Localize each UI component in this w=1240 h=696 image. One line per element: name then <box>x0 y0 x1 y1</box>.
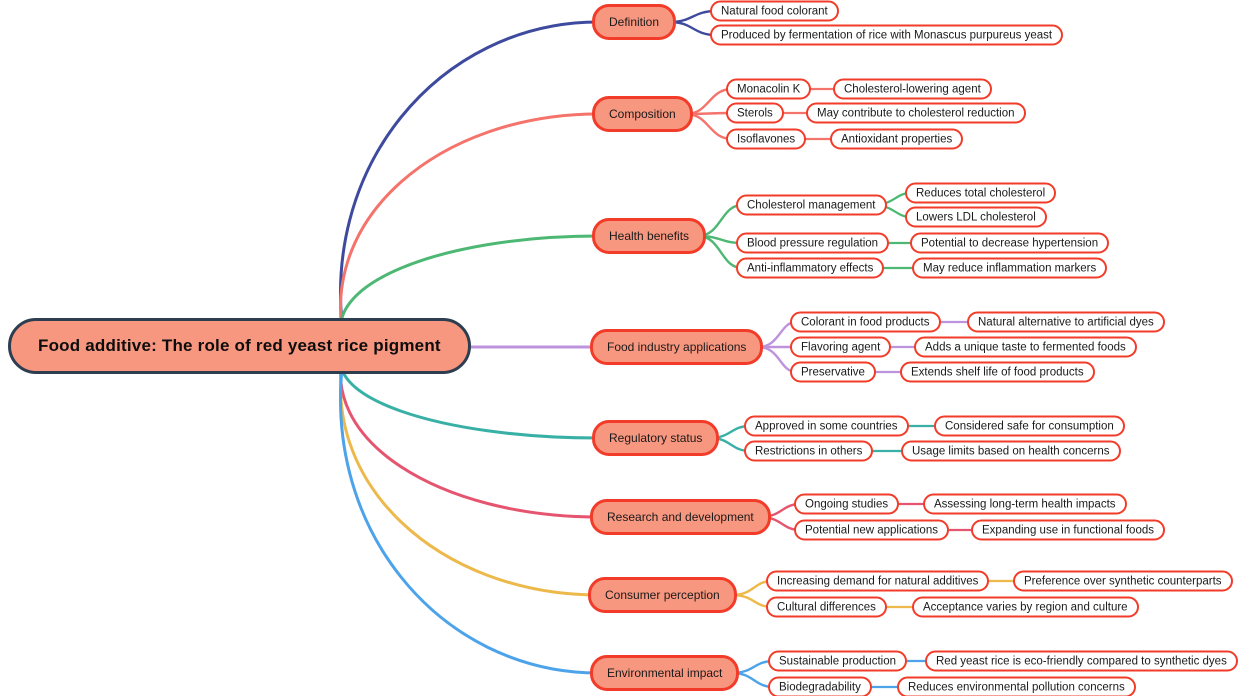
detail-node[interactable]: Lowers LDL cholesterol <box>905 206 1047 228</box>
edge-root-composition <box>339 112 600 348</box>
subtopic-node[interactable]: Anti-inflammatory effects <box>736 257 885 279</box>
detail-node[interactable]: Natural alternative to artificial dyes <box>967 311 1165 333</box>
subtopic-node[interactable]: Biodegradability <box>768 676 872 696</box>
subtopic-node[interactable]: Sterols <box>726 102 784 124</box>
subtopic-node[interactable]: Increasing demand for natural additives <box>766 570 990 592</box>
detail-node[interactable]: May reduce inflammation markers <box>912 257 1108 279</box>
detail-node[interactable]: Assessing long-term health impacts <box>923 493 1127 515</box>
subtopic-node[interactable]: Blood pressure regulation <box>736 232 890 254</box>
subtopic-node[interactable]: Cholesterol management <box>736 194 887 216</box>
edge-composition-child-2 <box>684 112 734 141</box>
subtopic-node[interactable]: Isoflavones <box>726 128 807 150</box>
detail-node[interactable]: Antioxidant properties <box>830 128 964 150</box>
detail-node[interactable]: Acceptance varies by region and culture <box>912 596 1139 618</box>
detail-node[interactable]: Extends shelf life of food products <box>900 361 1095 383</box>
subtopic-node[interactable]: Natural food colorant <box>710 0 839 22</box>
subtopic-node[interactable]: Preservative <box>790 361 876 383</box>
subtopic-node[interactable]: Ongoing studies <box>794 493 900 515</box>
topic-node-food-industry[interactable]: Food industry applications <box>590 329 764 365</box>
edge-definition-child-0 <box>668 9 718 24</box>
detail-node[interactable]: May contribute to cholesterol reduction <box>806 102 1026 124</box>
subtopic-node[interactable]: Approved in some countries <box>744 415 909 437</box>
subtopic-node[interactable]: Flavoring agent <box>790 336 892 358</box>
subtopic-node[interactable]: Sustainable production <box>768 650 907 672</box>
detail-node[interactable]: Cholesterol-lowering agent <box>833 78 992 100</box>
edge-root-environmental <box>339 344 600 675</box>
topic-node-composition[interactable]: Composition <box>592 96 693 132</box>
root-topic-node[interactable]: Food additive: The role of red yeast ric… <box>8 318 471 374</box>
subtopic-node[interactable]: Monacolin K <box>726 78 812 100</box>
topic-node-definition[interactable]: Definition <box>592 4 677 40</box>
topic-node-research[interactable]: Research and development <box>590 499 771 535</box>
detail-node[interactable]: Red yeast rice is eco-friendly compared … <box>925 650 1238 672</box>
edge-composition-child-0 <box>684 87 734 116</box>
detail-node[interactable]: Usage limits based on health concerns <box>901 440 1121 462</box>
detail-node[interactable]: Reduces environmental pollution concerns <box>897 676 1136 696</box>
detail-node[interactable]: Considered safe for consumption <box>934 415 1125 437</box>
detail-node[interactable]: Potential to decrease hypertension <box>910 232 1110 254</box>
subtopic-node[interactable]: Potential new applications <box>794 519 949 541</box>
topic-node-consumer[interactable]: Consumer perception <box>588 577 737 613</box>
edge-root-consumer <box>339 344 600 597</box>
detail-node[interactable]: Expanding use in functional foods <box>971 519 1165 541</box>
subtopic-node[interactable]: Colorant in food products <box>790 311 941 333</box>
topic-node-health-benefits[interactable]: Health benefits <box>592 218 707 254</box>
topic-node-regulatory[interactable]: Regulatory status <box>592 420 720 456</box>
topic-node-environmental[interactable]: Environmental impact <box>590 655 740 691</box>
detail-node[interactable]: Reduces total cholesterol <box>905 182 1057 204</box>
subtopic-node[interactable]: Cultural differences <box>766 596 887 618</box>
subtopic-node[interactable]: Produced by fermentation of rice with Mo… <box>710 24 1064 46</box>
edge-root-definition <box>339 20 600 348</box>
detail-node[interactable]: Preference over synthetic counterparts <box>1013 570 1233 592</box>
subtopic-node[interactable]: Restrictions in others <box>744 440 874 462</box>
detail-node[interactable]: Adds a unique taste to fermented foods <box>914 336 1137 358</box>
